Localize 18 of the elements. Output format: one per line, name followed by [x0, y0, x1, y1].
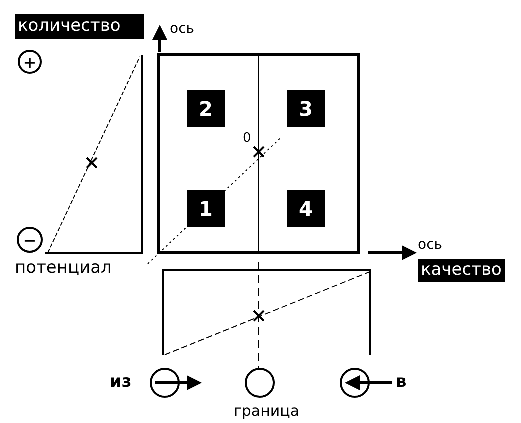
- node-label: из: [110, 374, 132, 391]
- axis-title: качество: [418, 259, 505, 282]
- boundary-circle: [245, 368, 275, 398]
- quadrant-number: 4: [287, 190, 325, 227]
- quadrant-number: 2: [187, 90, 225, 127]
- quadrant-number: 1: [187, 190, 225, 227]
- node-label: граница: [234, 404, 300, 419]
- axis-label: ось: [418, 238, 443, 252]
- minus-circle: −: [17, 227, 43, 253]
- axis-title: количество: [15, 14, 144, 39]
- target-circle: [340, 368, 370, 398]
- axis-label: ось: [170, 22, 195, 36]
- node-label: потенциал: [15, 260, 112, 277]
- plus-circle: +: [18, 50, 42, 74]
- quadrant-number: 3: [287, 90, 325, 127]
- origin-label: 0: [243, 132, 252, 145]
- node-label: в: [396, 374, 407, 391]
- source-circle: [150, 368, 180, 398]
